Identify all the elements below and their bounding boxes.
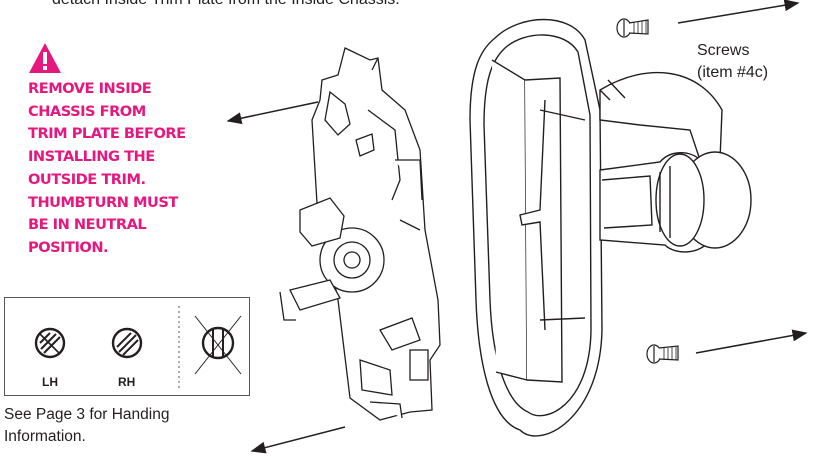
trim-plate — [469, 18, 603, 437]
intro-instruction-text: detach Inside Trim Plate from the Inside… — [52, 0, 522, 9]
handing-note: See Page 3 for Handing Information. — [4, 404, 169, 448]
warning-line: OUTSIDE TRIM. — [28, 170, 146, 188]
lh-cam-icon — [34, 327, 66, 359]
incorrect-position-icon — [194, 315, 242, 375]
arrow-bottom-right — [695, 329, 808, 354]
warning-line: BE IN NEUTRAL — [28, 216, 147, 234]
rh-cam-icon — [111, 327, 143, 359]
warning-line: POSITION. — [28, 238, 109, 256]
lh-label: LH — [42, 375, 58, 389]
thumbturn-knob — [599, 71, 752, 253]
screws-item-label: (item #4c) — [697, 64, 769, 81]
warning-line: INSTALLING THE — [28, 148, 155, 166]
inside-chassis — [279, 47, 441, 421]
screw-top — [616, 18, 649, 38]
screws-label: Screws — [697, 42, 750, 59]
arrow-bottom-left — [250, 426, 346, 454]
handing-note-line: Information. — [4, 428, 86, 445]
warning-line: THUMBTURN MUST — [28, 193, 178, 211]
warning-triangle-icon — [29, 43, 61, 73]
screws-callout: Screws (item #4c) — [697, 40, 768, 84]
warning-line: CHASSIS FROM — [28, 102, 146, 120]
screw-bottom — [646, 344, 679, 364]
handing-diagram: LH RH — [4, 297, 250, 396]
arrow-top-left — [226, 101, 319, 125]
warning-message: REMOVE INSIDE CHASSIS FROM TRIM PLATE BE… — [28, 78, 228, 260]
handing-note-line: See Page 3 for Handing — [4, 406, 170, 423]
handing-symbols — [34, 306, 242, 390]
warning-line: TRIM PLATE BEFORE — [28, 125, 186, 143]
arrow-top-right — [677, 0, 800, 24]
rh-label: RH — [118, 375, 136, 389]
warning-line: REMOVE INSIDE — [28, 80, 152, 97]
